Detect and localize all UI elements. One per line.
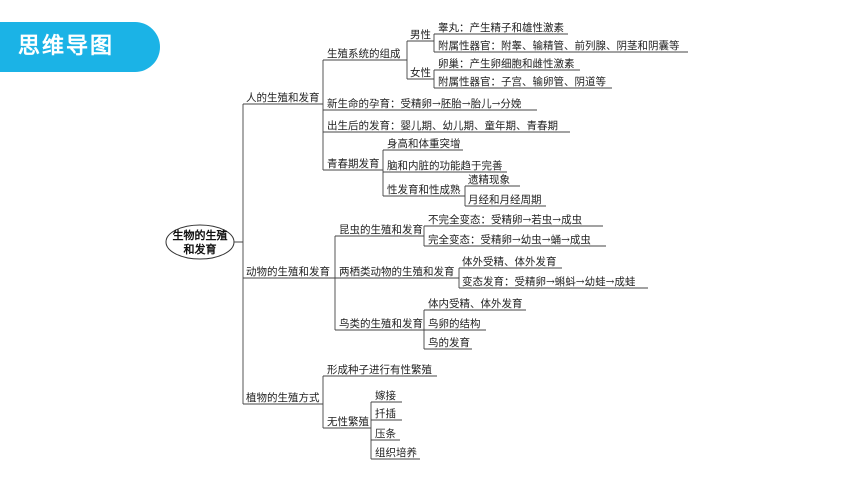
female-accessory: 附属性器官：子宫、输卵管、阴道等 (438, 75, 606, 88)
human-female: 女性 (410, 66, 431, 79)
bird-egg-structure: 鸟卵的结构 (428, 317, 481, 330)
male-accessory: 附属性器官：附睾、输精管、前列腺、阴茎和阴囊等 (438, 39, 680, 52)
human-puberty: 青春期发育 (327, 157, 380, 170)
animal-insect: 昆虫的生殖和发育 (339, 223, 423, 236)
plant-seed: 形成种子进行有性繁殖 (327, 363, 432, 376)
asexual-tissue-culture: 组织培养 (375, 446, 417, 459)
root-label-2: 和发育 (184, 242, 217, 256)
animal-label: 动物的生殖和发育 (246, 265, 330, 278)
bird-fertilization: 体内受精、体外发育 (428, 297, 523, 310)
human-after-birth: 出生后的发育：婴儿期、幼儿期、童年期、青春期 (327, 119, 558, 132)
root-label-1: 生物的生殖 (173, 228, 228, 242)
insect-complete: 完全变态：受精卵→幼虫→蛹→成虫 (428, 233, 591, 246)
amphibian-metamorphosis: 变态发育：受精卵→蝌蚪→幼蛙→成蛙 (462, 275, 636, 288)
amphibian-fertilization: 体外受精、体外发育 (462, 255, 557, 268)
puberty-height: 身高和体重突增 (387, 137, 461, 150)
female-ovary: 卵巢：产生卵细胞和雌性激素 (438, 57, 575, 70)
male-testis: 睾丸：产生精子和雄性激素 (438, 21, 564, 34)
asexual-grafting: 嫁接 (375, 389, 396, 402)
insect-incomplete: 不完全变态：受精卵→若虫→成虫 (428, 213, 582, 226)
puberty-sex-development: 性发育和性成熟 (387, 183, 461, 196)
asexual-layering: 压条 (375, 427, 396, 440)
human-male: 男性 (410, 28, 431, 41)
bird-development: 鸟的发育 (428, 336, 470, 349)
puberty-organs: 脑和内脏的功能趋于完善 (387, 159, 503, 172)
sex-dev-menstruation: 月经和月经周期 (468, 193, 542, 206)
plant-label: 植物的生殖方式 (246, 391, 320, 404)
human-system: 生殖系统的组成 (327, 47, 401, 60)
mind-map-badge: 思维导图 (0, 22, 160, 72)
animal-bird: 鸟类的生殖和发育 (339, 317, 423, 330)
root-connector (234, 104, 244, 404)
sex-dev-emission: 遗精现象 (468, 173, 510, 186)
human-pregnancy: 新生命的孕育：受精卵→胚胎→胎儿→分娩 (327, 97, 522, 110)
human-label: 人的生殖和发育 (246, 91, 320, 104)
plant-asexual: 无性繁殖 (327, 415, 369, 428)
animal-amphibian: 两栖类动物的生殖和发育 (339, 265, 455, 278)
asexual-cutting: 扦插 (375, 407, 396, 420)
